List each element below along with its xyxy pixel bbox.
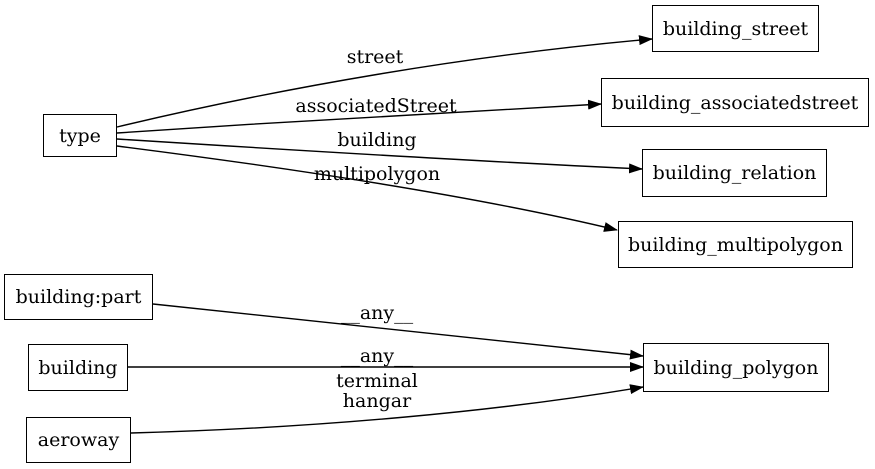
node-building-polygon: building_polygon <box>643 343 829 392</box>
edge-label-building: building <box>337 129 417 151</box>
node-type: type <box>43 114 117 157</box>
node-label: building <box>38 356 118 379</box>
edge-label-any-building-part: __any__ <box>340 302 414 324</box>
node-label: aeroway <box>37 429 120 451</box>
edge-aeroway-to-building_polygon <box>130 384 644 434</box>
edge-label-street: street <box>346 46 404 68</box>
node-label: building_polygon <box>653 356 819 379</box>
node-building-relation: building_relation <box>642 149 827 197</box>
edge-type-to-building_street <box>116 35 653 128</box>
edge-label-any-building: __any__ <box>340 345 414 367</box>
node-label: type <box>59 124 101 147</box>
node-building-street: building_street <box>652 5 819 52</box>
node-building-associatedstreet: building_associatedstreet <box>601 78 869 127</box>
edge-building-part-to-building_polygon <box>152 303 644 360</box>
edge-type-to-building_associatedstreet <box>116 99 602 134</box>
node-building-part: building:part <box>4 274 153 320</box>
node-building-multipolygon: building_multipolygon <box>618 221 853 268</box>
edge-label-terminal-hangar: terminal hangar <box>336 370 418 412</box>
node-label: building_relation <box>652 162 817 184</box>
node-label: building:part <box>15 286 142 308</box>
node-label: building_associatedstreet <box>611 91 859 114</box>
node-building: building <box>28 344 128 391</box>
edge-type-to-building_relation <box>116 138 643 174</box>
node-aeroway: aeroway <box>26 417 131 463</box>
edge-type-to-building_multipolygon <box>116 145 618 232</box>
node-label: building_multipolygon <box>628 233 843 256</box>
edge-label-multipolygon: multipolygon <box>313 163 441 185</box>
edge-label-associatedstreet: associatedStreet <box>295 95 457 117</box>
node-label: building_street <box>662 17 809 40</box>
